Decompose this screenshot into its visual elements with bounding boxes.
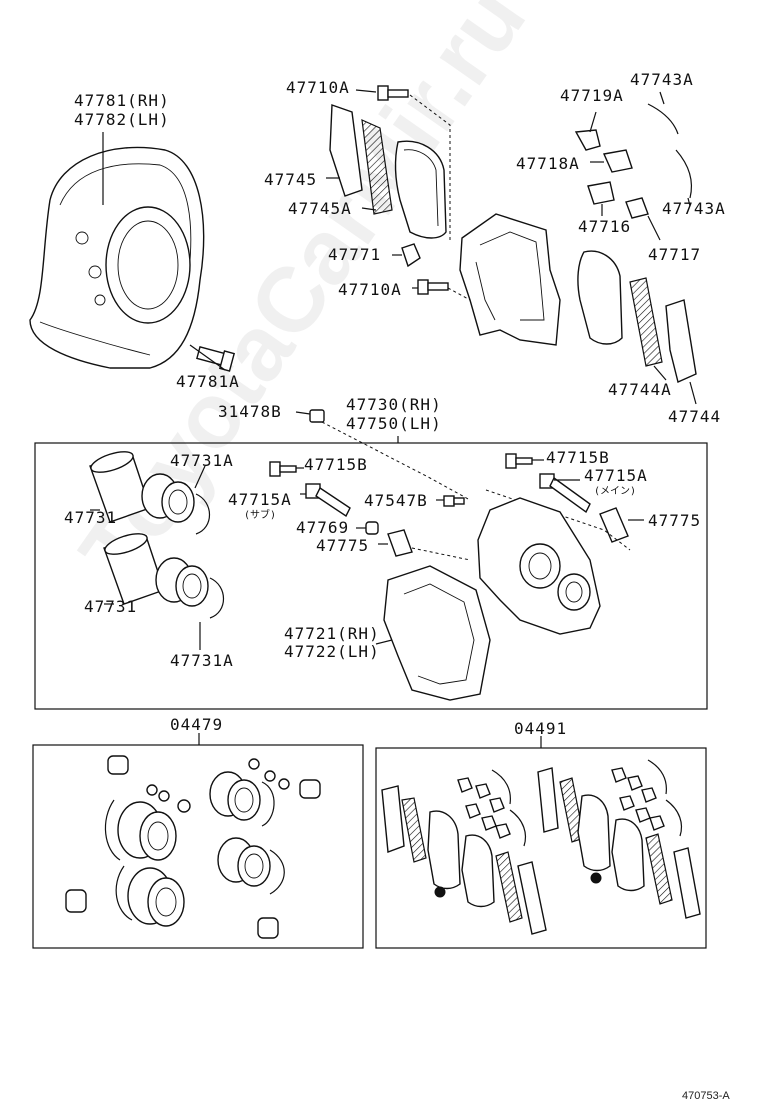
- label-47719A: 47719A: [560, 86, 624, 105]
- label-47547B: 47547B: [364, 491, 428, 510]
- bolt-47547B: [436, 495, 465, 507]
- label-47731A-top: 47731A: [170, 451, 234, 470]
- pin-47715A-sub: [300, 483, 351, 518]
- label-47717: 47717: [648, 245, 702, 264]
- label-47745A: 47745A: [288, 199, 352, 218]
- boot-47775-right: [485, 489, 644, 551]
- bleeder-plug-31478B: [295, 409, 471, 501]
- anti-squeal-shim-47745A: [361, 119, 393, 215]
- label-47775-left: 47775: [316, 536, 370, 555]
- brake-pad-right: [577, 250, 623, 345]
- label-31478B: 31478B: [218, 402, 282, 421]
- label-47769: 47769: [296, 518, 350, 537]
- label-47722-lh: 47722(LH): [284, 642, 380, 661]
- dust-shield-part: [29, 132, 205, 369]
- brake-pad-top: [394, 140, 447, 239]
- bolt-47710A-top: [355, 85, 451, 240]
- label-47745: 47745: [264, 170, 318, 189]
- label-47781A: 47781A: [176, 372, 240, 391]
- label-47750-lh: 47750(LH): [346, 414, 442, 433]
- clip-47719A: [574, 111, 601, 151]
- pin-47715A-main: [539, 473, 591, 514]
- label-47781-rh: 47781(RH): [74, 91, 170, 110]
- label-47718A: 47718A: [516, 154, 580, 173]
- label-sub-note: (サブ): [244, 510, 277, 521]
- label-47731-bottom: 47731: [84, 597, 138, 616]
- kit-04479-parts: [65, 755, 321, 939]
- pad-shim-47744: [665, 299, 697, 405]
- spring-47743A-top: [647, 91, 679, 135]
- bolt-47715B-left: [269, 461, 304, 477]
- kit-04479-frame: [32, 744, 364, 949]
- bolt-47715B-right: [505, 453, 544, 469]
- label-47715B-right: 47715B: [546, 448, 610, 467]
- clip-47718A: [590, 149, 633, 173]
- boot-47775-left: [378, 529, 471, 561]
- label-47744: 47744: [668, 407, 722, 426]
- caliper-bracket-47721: [375, 565, 491, 701]
- bolt-47781A: [189, 344, 236, 372]
- piston-47731-top: [89, 451, 210, 535]
- label-kit-04479: 04479: [170, 715, 224, 734]
- label-47710A-mid: 47710A: [338, 280, 402, 299]
- label-47715A-right: 47715A: [584, 466, 648, 485]
- caliper-bracket-top: [459, 213, 561, 346]
- label-47721-rh: 47721(RH): [284, 624, 380, 643]
- label-47716: 47716: [578, 217, 632, 236]
- label-47731-top: 47731: [64, 508, 118, 527]
- pad-shim-47745: [326, 104, 363, 197]
- boot-47769: [356, 521, 379, 535]
- label-main-note: (メイン): [594, 486, 637, 497]
- spring-47743A-bottom: [675, 149, 693, 207]
- label-47782-lh: 47782(LH): [74, 110, 170, 129]
- label-47771: 47771: [328, 245, 382, 264]
- kit-04491-parts: [381, 759, 701, 935]
- label-47715A-left: 47715A: [228, 490, 292, 509]
- label-47744A: 47744A: [608, 380, 672, 399]
- caliper-assembly-frame: [34, 442, 708, 710]
- bolt-47710A-mid: [412, 279, 471, 301]
- anti-squeal-shim-47744A: [629, 277, 667, 381]
- caliper-body: [477, 497, 601, 635]
- label-47731A-bottom: 47731A: [170, 651, 234, 670]
- label-47715B-left: 47715B: [304, 455, 368, 474]
- label-47730-rh: 47730(RH): [346, 395, 442, 414]
- label-47710A-top: 47710A: [286, 78, 350, 97]
- label-47743A-top: 47743A: [630, 70, 694, 89]
- reference-code: 470753-A: [682, 1090, 730, 1102]
- label-kit-04491: 04491: [514, 719, 568, 738]
- clip-47717: [625, 197, 661, 241]
- piston-47731-bottom: [103, 533, 224, 650]
- label-47775-right: 47775: [648, 511, 702, 530]
- label-47743A-bottom: 47743A: [662, 199, 726, 218]
- clip-47716: [587, 181, 615, 216]
- clip-47771: [392, 243, 421, 268]
